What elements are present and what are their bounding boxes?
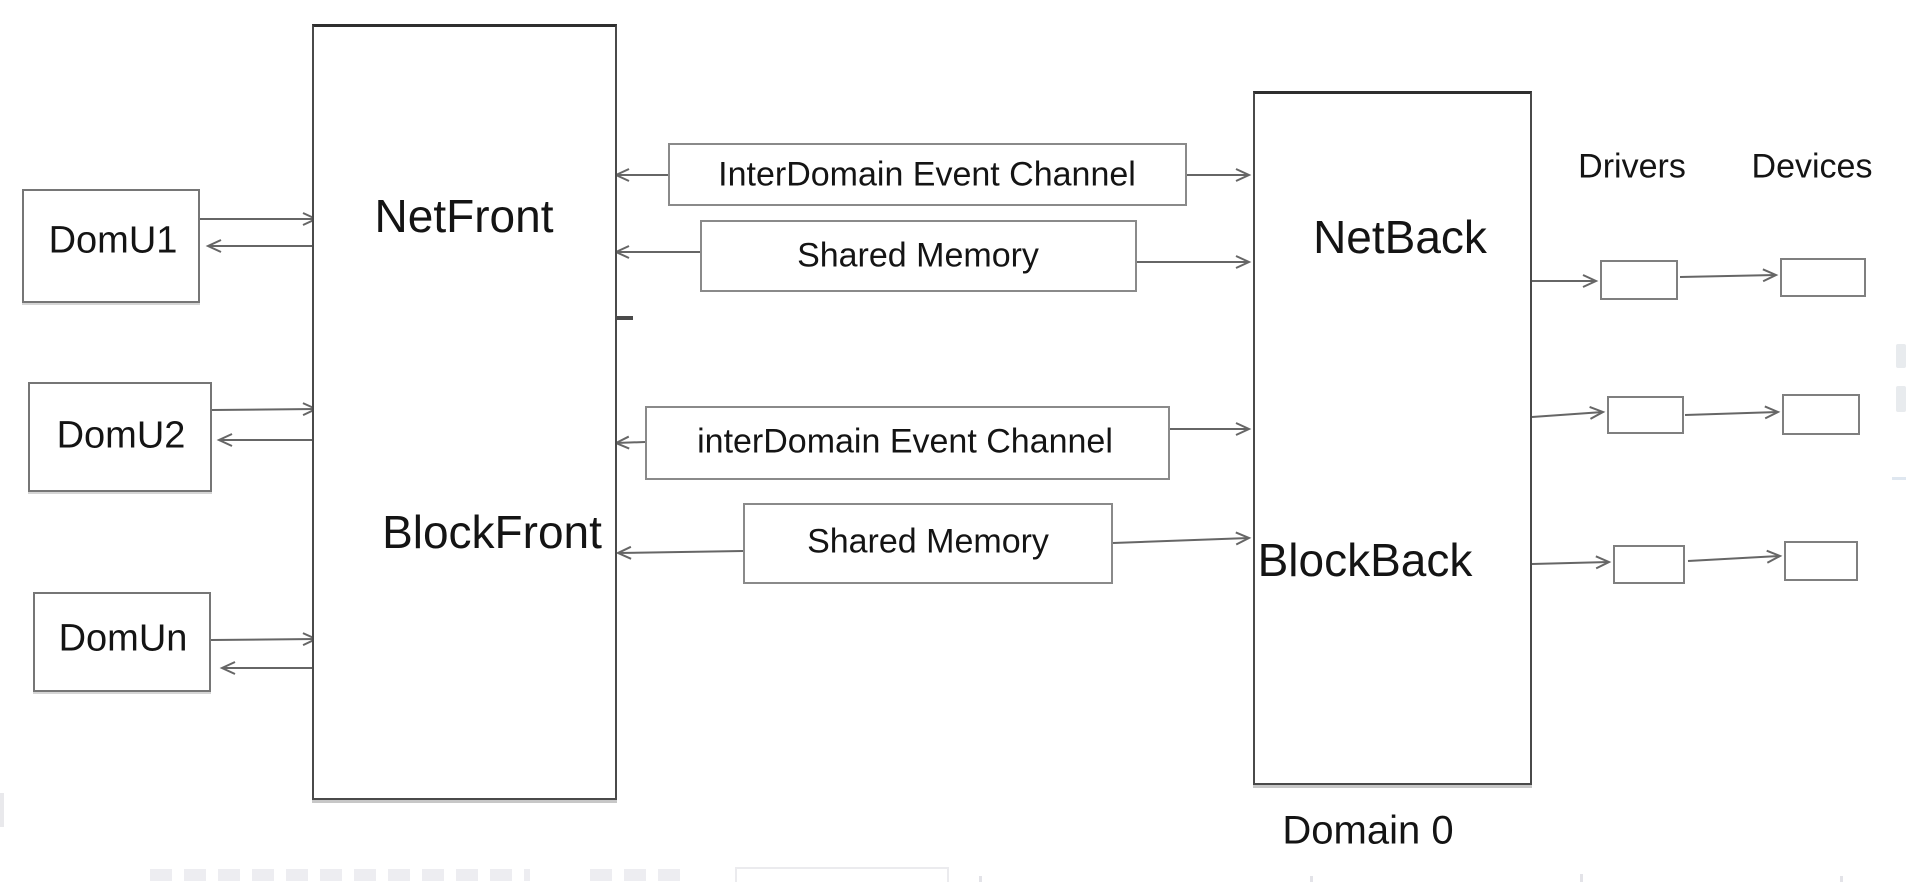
driver-box-mid [1607, 396, 1684, 434]
domu2-label: DomU2 [56, 414, 186, 457]
watermark-fragment [1310, 876, 1313, 882]
domu2-box [28, 382, 212, 492]
watermark-fragment [1580, 874, 1583, 882]
watermark-fragment [0, 793, 4, 827]
devices-header: Devices [1751, 147, 1873, 186]
arrow-domun-to-frontend [210, 632, 319, 647]
watermark-fragment [1892, 477, 1906, 480]
watermark-fragment [150, 869, 530, 881]
watermark-fragment [1896, 386, 1906, 412]
netback-label: NetBack [1313, 211, 1487, 263]
arrow-driver3-to-device3 [1687, 549, 1783, 564]
arrow-blockmemory-to-blockfront [615, 545, 744, 560]
backend-box [1253, 91, 1532, 785]
arrow-backend-to-driver2 [1531, 405, 1606, 420]
watermark-fragment [1896, 344, 1906, 368]
driver-box-net [1600, 260, 1678, 300]
arrow-domu2-to-frontend [211, 402, 319, 417]
domun-label: DomUn [58, 617, 188, 660]
watermark-fragment [735, 867, 949, 882]
domu1-box [22, 189, 200, 303]
block-shared-memory-box [743, 503, 1113, 584]
device-box-block [1784, 541, 1858, 581]
net-shared-memory-label: Shared Memory [797, 236, 1039, 275]
arrow-driver1-to-device1 [1679, 268, 1779, 283]
blockfront-label: BlockFront [382, 506, 602, 558]
watermark-fragment [979, 876, 982, 882]
watermark-fragment [590, 869, 690, 881]
net-event-channel-box [668, 143, 1187, 206]
domun-box [33, 592, 211, 692]
netfront-label: NetFront [374, 190, 554, 242]
net-shared-memory-box [700, 220, 1137, 292]
device-box-mid [1782, 394, 1860, 435]
domain0-caption: Domain 0 [1282, 808, 1454, 853]
device-box-net [1780, 258, 1866, 297]
driver-box-block [1613, 545, 1685, 584]
arrow-driver2-to-device2 [1684, 405, 1781, 420]
net-event-channel-label: InterDomain Event Channel [718, 155, 1136, 194]
watermark-fragment [1840, 876, 1843, 882]
arrow-blockmemory-to-blockback [1112, 531, 1252, 546]
block-event-channel-box [645, 406, 1170, 480]
drivers-header: Drivers [1578, 147, 1686, 186]
domu1-label: DomU1 [48, 219, 178, 262]
block-event-channel-label: interDomain Event Channel [697, 422, 1113, 461]
frontend-box [312, 24, 617, 800]
arrow-blockevent-to-blockfront [613, 435, 646, 450]
blockback-label: BlockBack [1257, 534, 1473, 586]
arrow-blockback-to-driver3 [1531, 555, 1612, 570]
block-shared-memory-label: Shared Memory [807, 522, 1049, 561]
